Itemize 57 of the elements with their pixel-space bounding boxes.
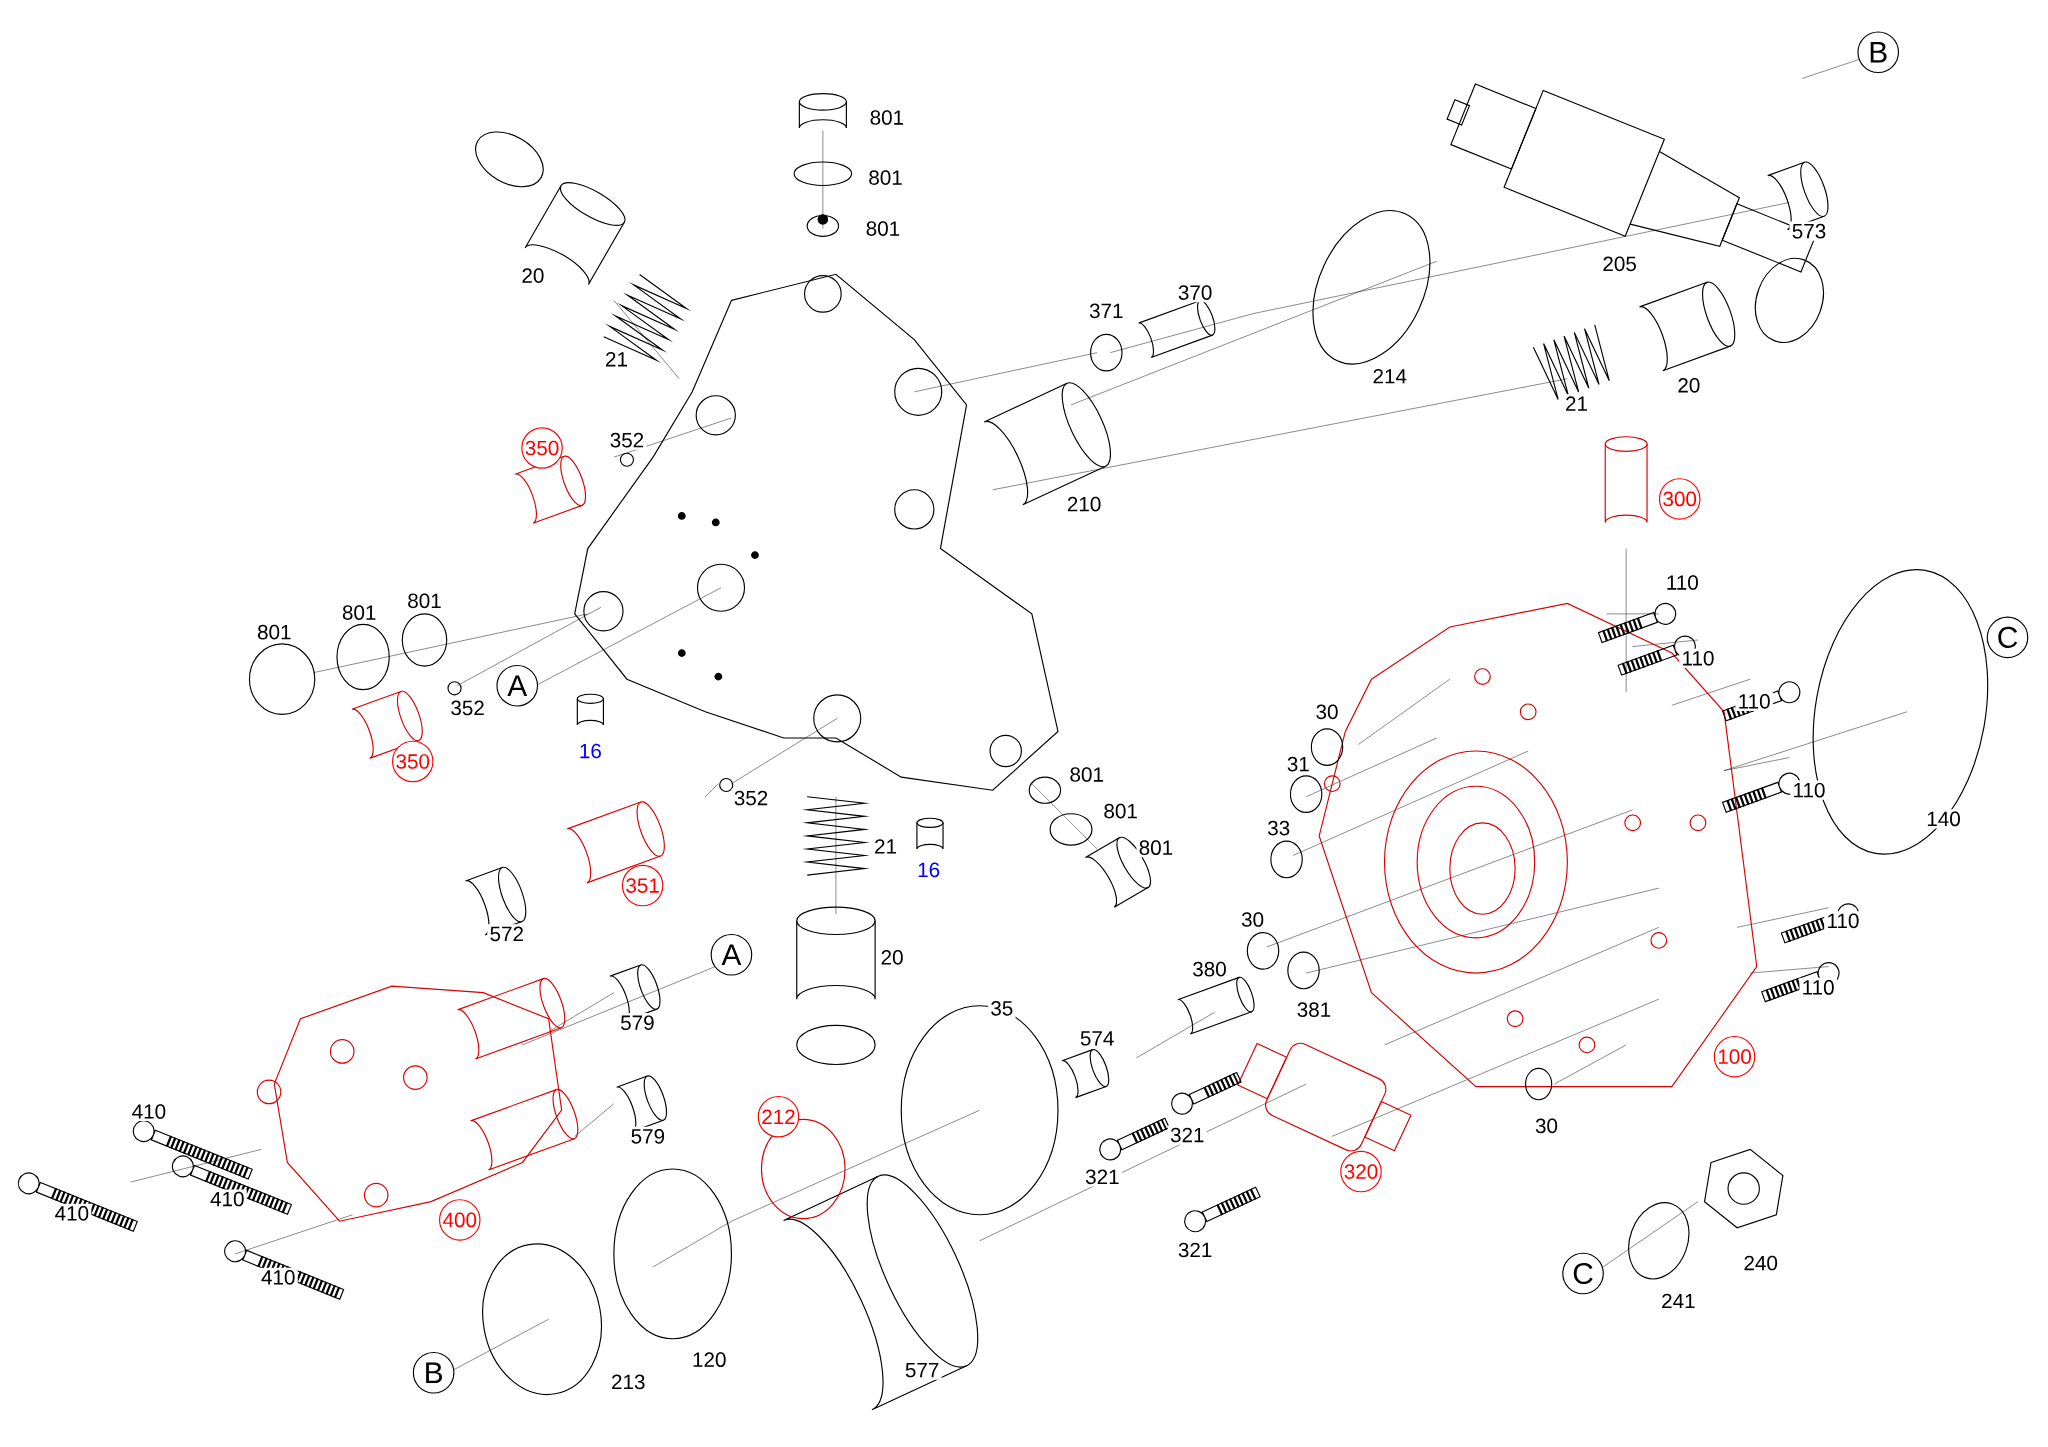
callout-number: 35 [988, 998, 1016, 1018]
callout-number: 574 [1077, 1028, 1117, 1048]
callout-number: 33 [1264, 818, 1293, 838]
callout-number: 110 [1799, 977, 1837, 997]
callout-number: 801 [254, 622, 294, 642]
callout-number: 801 [1101, 801, 1141, 821]
callout-number: 801 [867, 107, 907, 128]
callout-number: 352 [448, 698, 488, 718]
callout-number: 21 [602, 349, 631, 369]
callout-number: 352 [731, 788, 771, 808]
callout-number: 21 [1562, 394, 1591, 413]
callout-number: 241 [1658, 1291, 1698, 1311]
callout-number: 16 [576, 741, 605, 761]
callout-number: 30 [1313, 702, 1341, 722]
callout-number: 801 [339, 602, 379, 623]
callout-number: 110 [1679, 648, 1717, 668]
callout-number: 321 [1082, 1167, 1122, 1187]
callout-number: 20 [878, 947, 906, 967]
callout-number: 410 [258, 1267, 298, 1287]
callout-number: 352 [607, 430, 647, 450]
callout-number: 410 [129, 1101, 169, 1122]
callout-number: 577 [902, 1360, 942, 1380]
callout-number: 213 [608, 1372, 648, 1392]
callout-number: 214 [1370, 366, 1410, 386]
callout-number: 381 [1294, 999, 1334, 1020]
callout-number: 579 [628, 1126, 668, 1146]
callout-number: 371 [1086, 301, 1126, 321]
callout-number: 210 [1064, 494, 1104, 514]
callout-number: 801 [1067, 764, 1107, 785]
callout-number: 380 [1189, 959, 1229, 979]
callout-number: 321 [1167, 1125, 1207, 1145]
callout-number: 21 [871, 836, 900, 856]
callout-number: 410 [52, 1203, 92, 1223]
callout-number: 120 [689, 1350, 729, 1370]
callout-number: 110 [1735, 691, 1773, 711]
callout-number: 140 [1924, 809, 1964, 829]
callout-number: 110 [1790, 780, 1828, 800]
callout-number: 240 [1741, 1253, 1781, 1273]
callout-number: 572 [487, 924, 527, 944]
callout-number: 321 [1175, 1240, 1215, 1260]
callout-number: 31 [1284, 754, 1313, 774]
callout-number: 30 [1238, 909, 1267, 930]
callout-number: 801 [863, 218, 903, 239]
callout-number: 16 [914, 860, 943, 880]
callout-number: 801 [1136, 838, 1176, 858]
callout-number: 579 [617, 1013, 657, 1033]
callout-number: 573 [1789, 221, 1829, 241]
callout-number: 110 [1824, 911, 1862, 931]
callout-number: 20 [1675, 375, 1703, 395]
callout-number: 801 [405, 591, 444, 611]
callout-number: 801 [866, 167, 906, 188]
callout-number: 205 [1600, 254, 1640, 274]
callout-number: 30 [1532, 1116, 1561, 1136]
callout-number: 110 [1663, 572, 1702, 593]
callout-number: 20 [519, 265, 547, 286]
callout-number: 410 [207, 1189, 247, 1209]
callout-number: 370 [1175, 282, 1215, 303]
